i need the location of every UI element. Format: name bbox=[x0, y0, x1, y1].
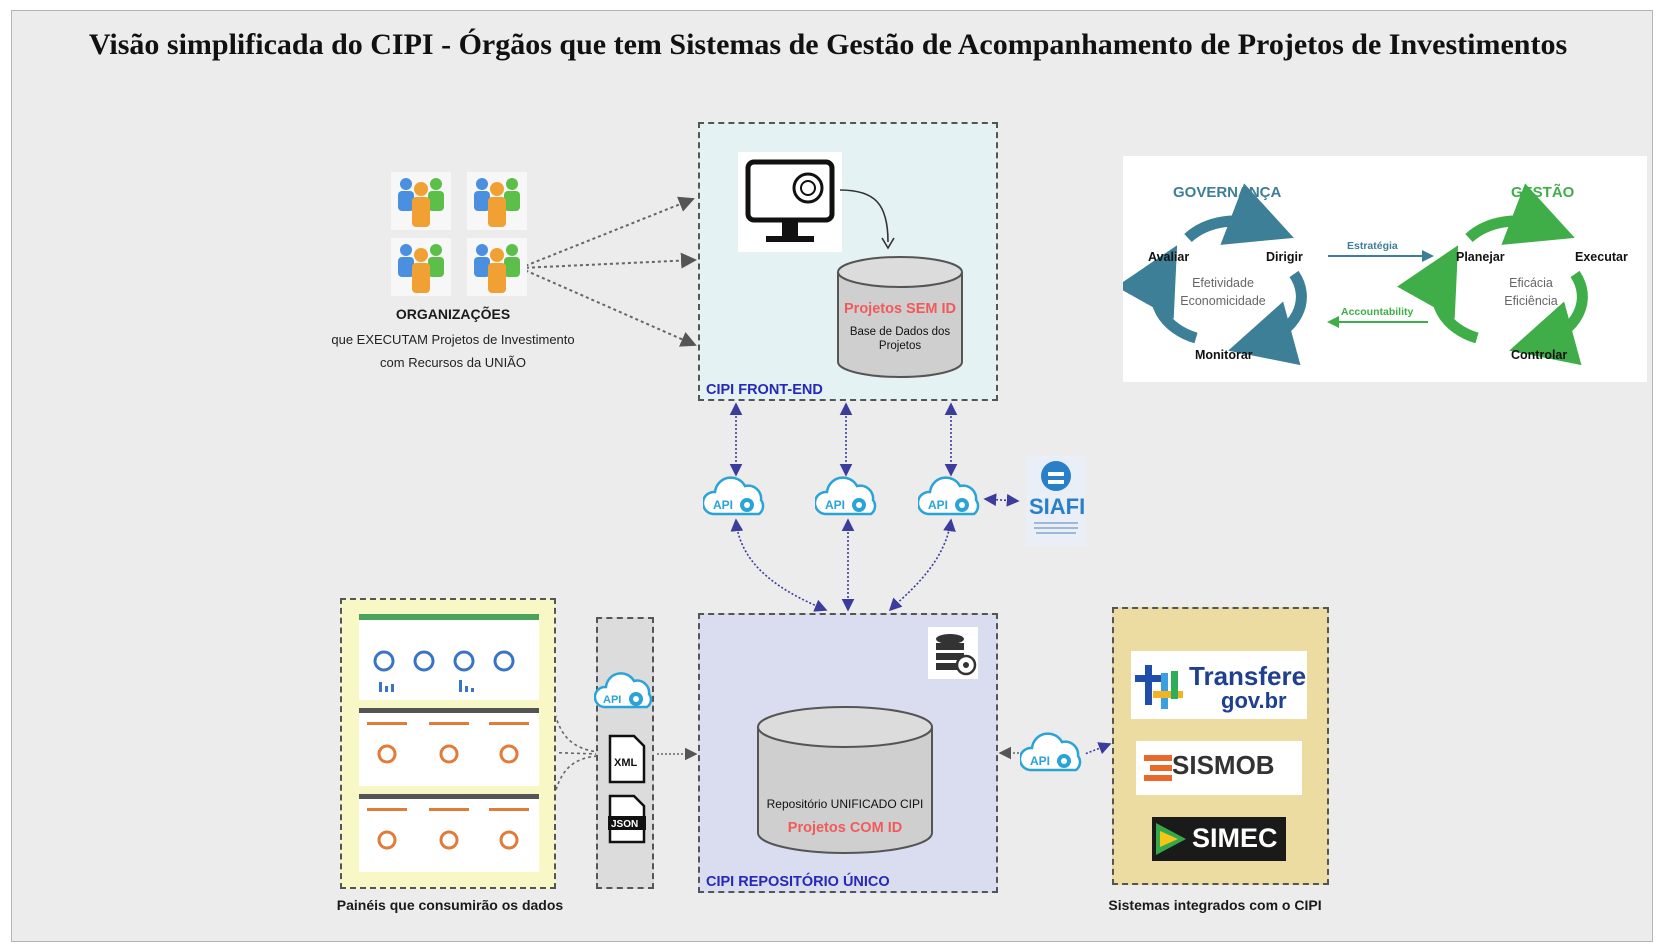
panels-format-link-1 bbox=[534, 651, 599, 753]
api-label: API bbox=[713, 498, 733, 512]
org-link-1 bbox=[519, 196, 695, 269]
executar-label: Executar bbox=[1575, 250, 1628, 264]
repository-label: CIPI REPOSITÓRIO ÚNICO bbox=[706, 874, 890, 890]
diagram-title: Visão simplificada do CIPI - Órgãos que … bbox=[88, 28, 1568, 61]
people-group-icon bbox=[467, 172, 527, 230]
api-cloud-icon: API bbox=[918, 476, 980, 516]
front-end-database-icon bbox=[837, 256, 963, 378]
estrategia-label: Estratégia bbox=[1347, 240, 1398, 252]
dashboard-thumbnails bbox=[359, 614, 539, 872]
json-file-icon: JSON bbox=[608, 794, 646, 844]
api-label: API bbox=[1030, 754, 1050, 768]
org-link-3 bbox=[519, 267, 697, 347]
repository-box: Repositório UNIFICADO CIPI Projetos COM … bbox=[698, 613, 998, 893]
repository-db-line1: Repositório UNIFICADO CIPI bbox=[766, 797, 924, 811]
formats-box: API XML JSON bbox=[594, 617, 654, 889]
integrated-caption: Sistemas integrados com o CIPI bbox=[1108, 897, 1322, 913]
sismob-logo: SISMOB bbox=[1136, 741, 1302, 795]
repository-db-title: Projetos COM ID bbox=[787, 820, 903, 836]
api-label: API bbox=[928, 498, 948, 512]
transferegov-line2: gov.br bbox=[1221, 688, 1287, 713]
api-label: API bbox=[603, 694, 621, 706]
panels-format-link-3 bbox=[534, 751, 599, 755]
database-gear-icon bbox=[928, 627, 978, 679]
front-end-box: Projetos SEM ID Base de Dados dos Projet… bbox=[698, 122, 998, 401]
xml-file-icon: XML bbox=[608, 734, 646, 784]
eficacia-label: Eficácia bbox=[1509, 276, 1553, 290]
transferegov-mark-icon bbox=[1135, 665, 1183, 709]
front-end-db-title: Projetos SEM ID bbox=[844, 301, 956, 317]
front-end-db-line2: Projetos bbox=[878, 340, 922, 352]
governance-card: GOVERNANÇA GESTÃO Avaliar Dirigir Monito… bbox=[1123, 156, 1647, 382]
transferegov-line1: Transfere bbox=[1189, 661, 1307, 691]
api-cloud-icon: API bbox=[703, 476, 765, 516]
api-cloud-icon: API bbox=[594, 672, 653, 709]
dirigir-label: Dirigir bbox=[1266, 250, 1303, 264]
organizations-people-icons bbox=[391, 172, 527, 296]
transferegov-logo: Transfere gov.br bbox=[1131, 651, 1307, 719]
eficiencia-label: Eficiência bbox=[1504, 294, 1558, 308]
panels-format-link-2 bbox=[534, 755, 599, 853]
simec-logo: SIMEC bbox=[1152, 817, 1286, 861]
organizations-line1: que EXECUTAM Projetos de Investimento bbox=[331, 332, 575, 347]
api-repo-link-3 bbox=[888, 518, 956, 612]
monitorar-label: Monitorar bbox=[1195, 348, 1253, 362]
siafi-label: SIAFI bbox=[1029, 494, 1085, 519]
sismob-label: SISMOB bbox=[1172, 750, 1275, 780]
governance-title: GOVERNANÇA bbox=[1173, 184, 1282, 201]
planejar-label: Planejar bbox=[1456, 250, 1505, 264]
computer-gear-icon bbox=[738, 152, 842, 252]
api-repo-link-1 bbox=[730, 518, 828, 612]
economicidade-label: Economicidade bbox=[1180, 294, 1266, 308]
integ-api-link bbox=[1084, 742, 1112, 755]
front-end-label: CIPI FRONT-END bbox=[706, 382, 823, 398]
controlar-label: Controlar bbox=[1511, 348, 1568, 362]
people-group-icon bbox=[467, 238, 527, 296]
api-label: API bbox=[825, 498, 845, 512]
integrated-systems-box: Transfere gov.br SISMOB SIMEC bbox=[1112, 607, 1329, 885]
simec-label: SIMEC bbox=[1192, 823, 1278, 853]
fe-internal-arrow bbox=[839, 189, 895, 250]
front-end-db-line1: Base de Dados dos bbox=[849, 326, 951, 338]
api-cloud-icon: API bbox=[815, 476, 877, 516]
api-cloud-icon: API bbox=[1020, 732, 1082, 772]
avaliar-label: Avaliar bbox=[1148, 250, 1190, 264]
gestao-title: GESTÃO bbox=[1511, 184, 1575, 201]
organizations-heading: ORGANIZAÇÕES bbox=[395, 306, 511, 322]
siafi-logo: SIAFI bbox=[1026, 456, 1086, 546]
people-group-icon bbox=[391, 238, 451, 296]
governance-cycles bbox=[1123, 183, 1588, 366]
organizations-line2: com Recursos da UNIÃO bbox=[380, 355, 526, 370]
people-group-icon bbox=[391, 172, 451, 230]
panels-box bbox=[340, 598, 556, 889]
sismob-mark-icon bbox=[1144, 755, 1172, 781]
xml-label: XML bbox=[614, 757, 638, 769]
simec-flag-icon bbox=[1156, 823, 1186, 855]
accountability-label: Accountability bbox=[1341, 306, 1414, 318]
org-link-2 bbox=[519, 252, 697, 269]
efetividade-label: Efetividade bbox=[1192, 276, 1254, 290]
json-label: JSON bbox=[611, 819, 638, 830]
repository-database-icon bbox=[757, 706, 933, 854]
panels-caption: Painéis que consumirão os dados bbox=[336, 897, 564, 913]
siafi-api-link bbox=[983, 493, 1020, 507]
